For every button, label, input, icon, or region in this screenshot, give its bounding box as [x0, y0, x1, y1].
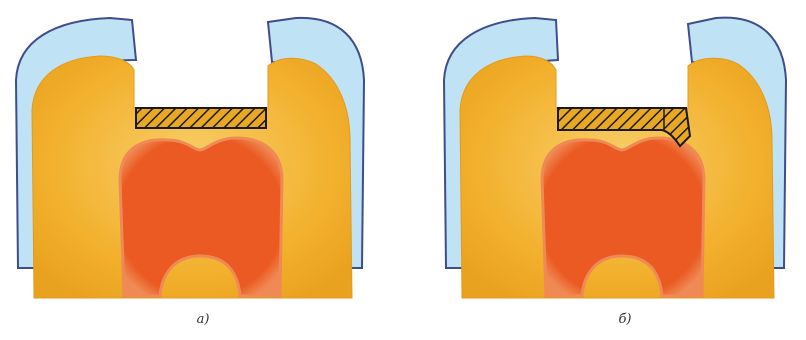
panel-a-caption: a) [183, 312, 223, 327]
panel-b-caption: б) [605, 312, 645, 327]
panel-a [16, 18, 364, 298]
liner-a [136, 108, 266, 128]
panel-b [444, 18, 786, 298]
